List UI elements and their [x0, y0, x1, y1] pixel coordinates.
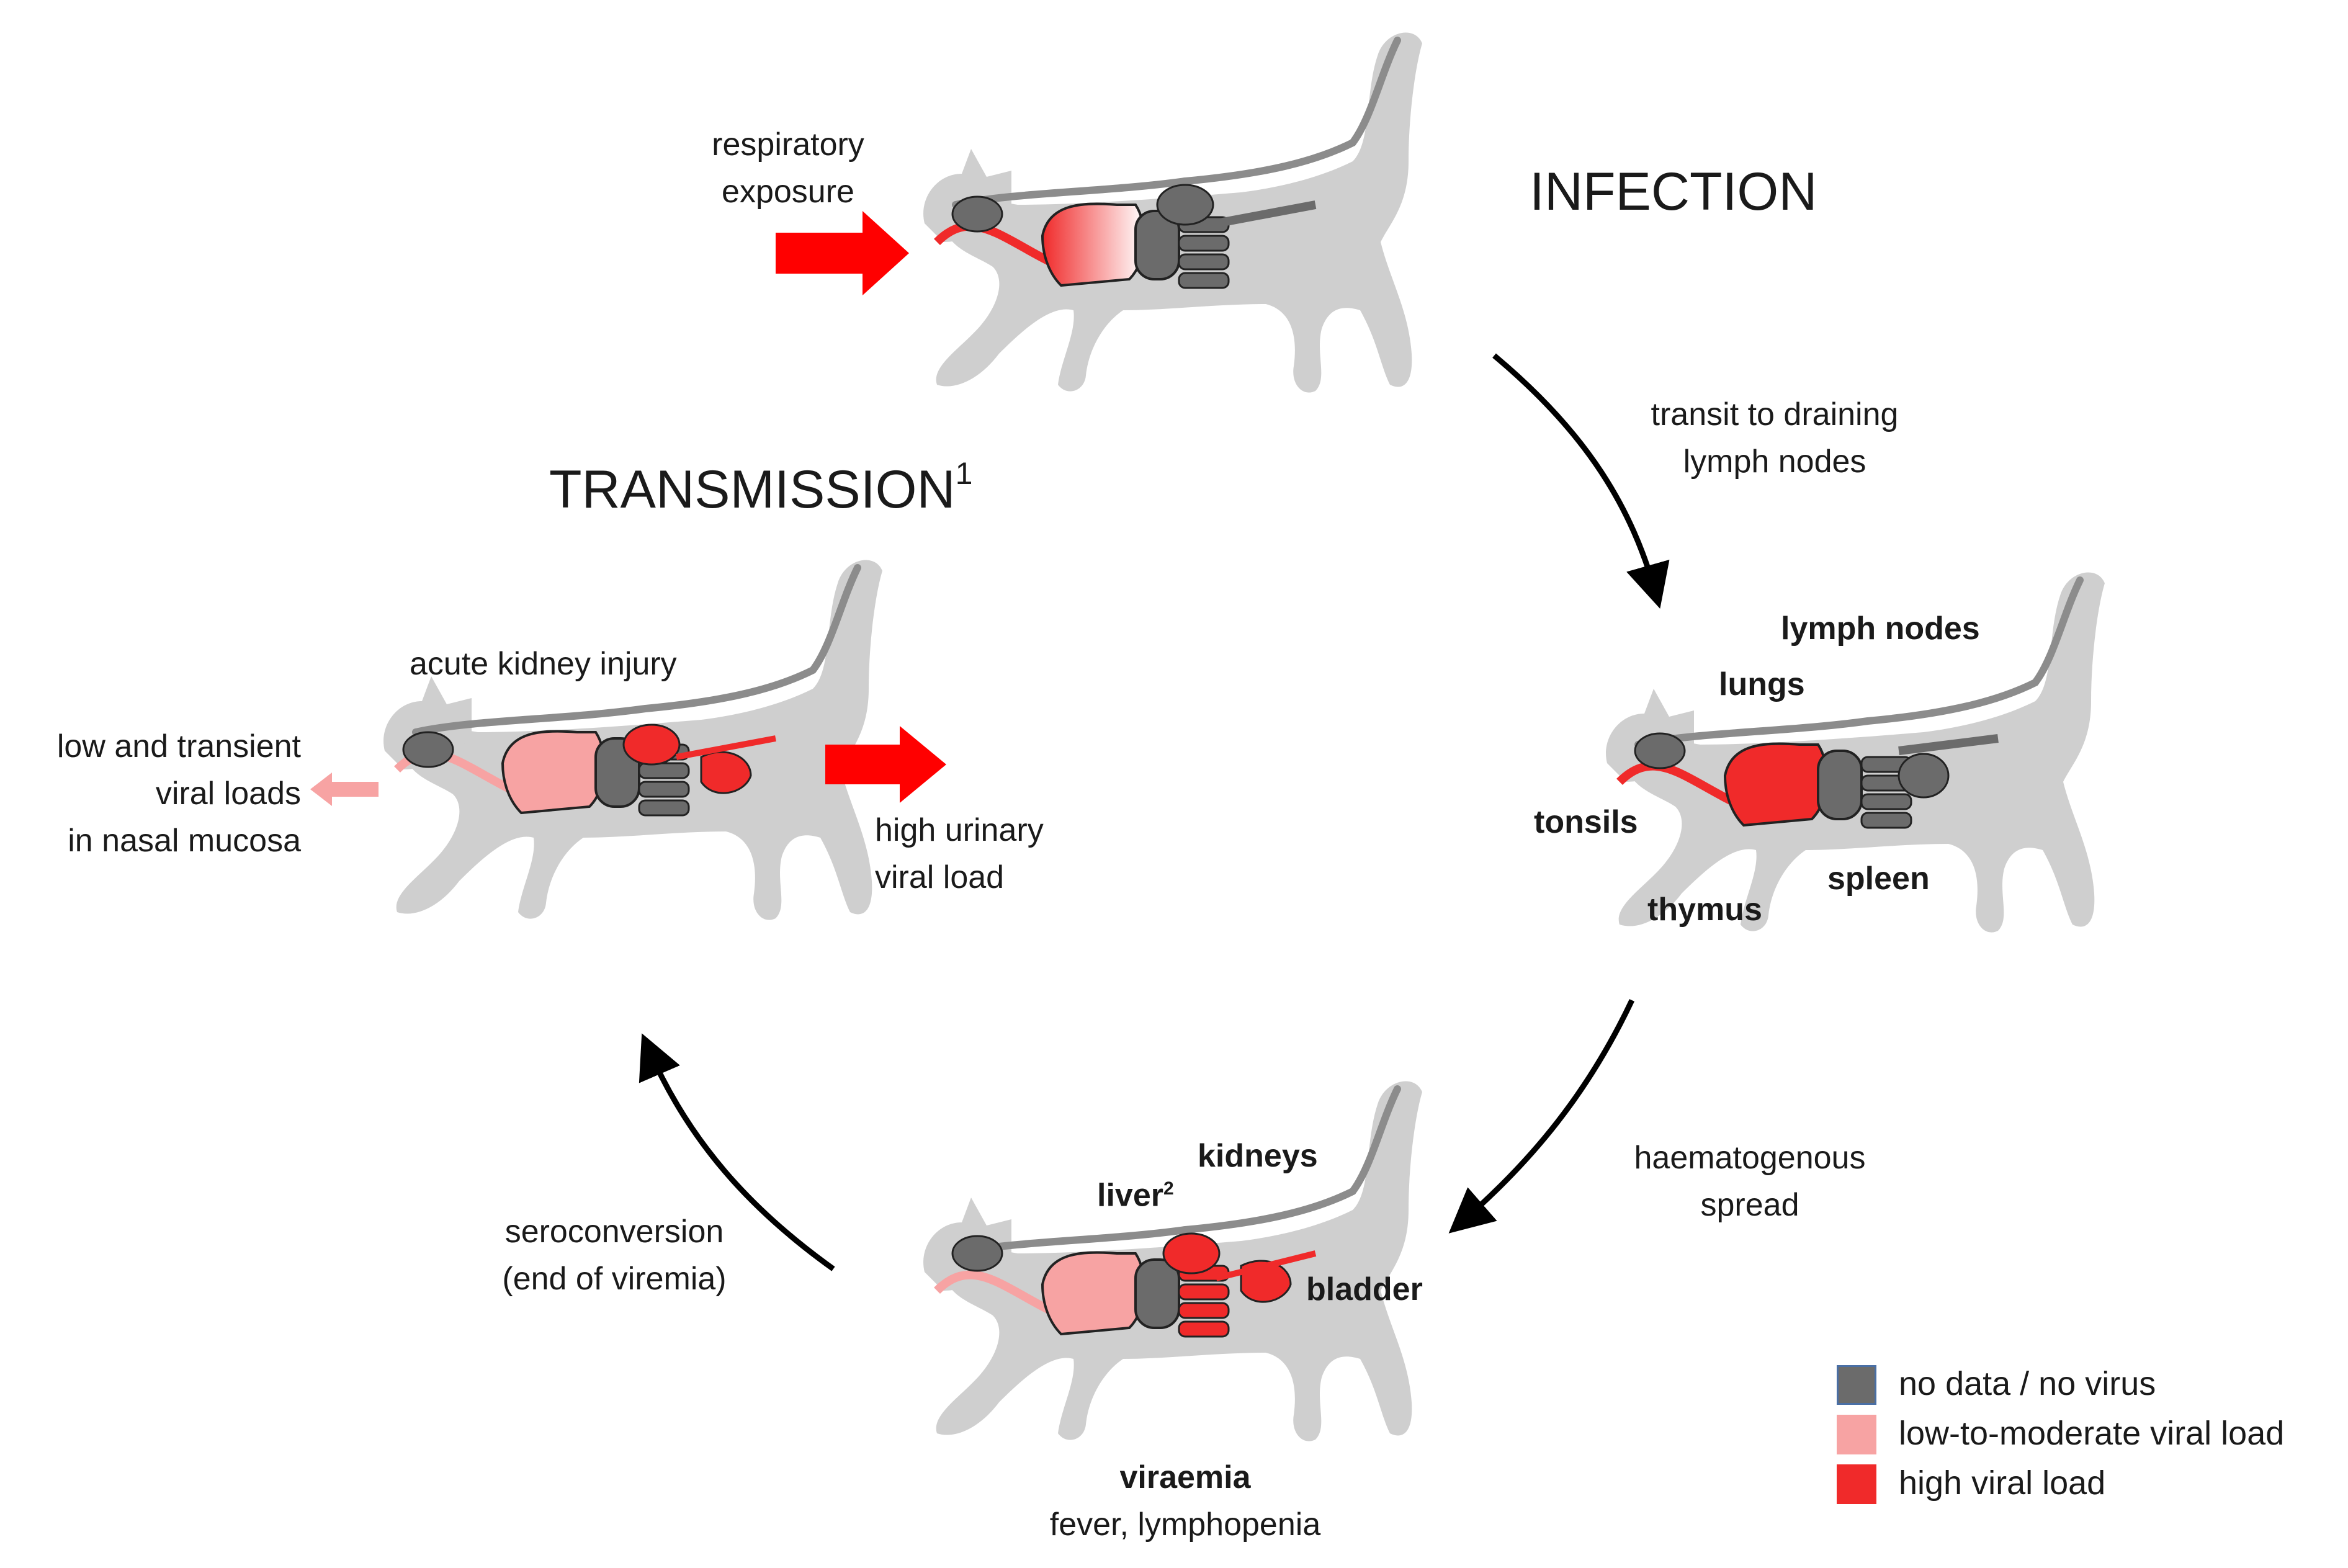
cat-viraemia — [923, 1082, 1422, 1441]
cat-transmission — [383, 560, 882, 920]
urinary-line-2: viral load — [875, 859, 1005, 895]
legend-item-no-data: no data / no virus — [1837, 1359, 2333, 1409]
transmission-text: TRANSMISSION — [549, 460, 956, 519]
legend-swatch-red — [1837, 1464, 1876, 1504]
tail-vessel — [1215, 200, 1317, 228]
lungs — [1041, 1251, 1145, 1336]
liver-text: liver — [1097, 1177, 1163, 1214]
spleen-label: spleen — [1827, 861, 1930, 897]
seroconversion-line-2: (end of viremia) — [502, 1261, 727, 1297]
cat-lymphoid — [1606, 573, 2105, 933]
respiratory-exposure-label: respiratory exposure — [658, 121, 918, 215]
lymph-nodes-label: lymph nodes — [1781, 611, 1980, 647]
transmission-title: TRANSMISSION1 — [549, 456, 973, 521]
nasal-shedding-label: low and transient viral loads in nasal m… — [12, 723, 301, 864]
transit-label: transit to draining lymph nodes — [1601, 391, 1948, 485]
viraemia-name: viraemia — [1119, 1459, 1251, 1495]
seroconversion-line-1: seroconversion — [504, 1214, 724, 1250]
kidney-organ — [1162, 1232, 1221, 1275]
transit-line-1: transit to draining — [1651, 396, 1899, 432]
exposure-line-1: respiratory — [712, 127, 864, 163]
cat-infection — [923, 33, 1422, 393]
heart-organ — [1817, 750, 1863, 820]
tonsils-label: tonsils — [1534, 804, 1638, 840]
liver-label: liver2 — [1097, 1165, 1174, 1219]
lungs — [1041, 202, 1145, 287]
heart-organ — [1134, 1258, 1180, 1329]
infection-title: INFECTION — [1530, 162, 1817, 222]
nasal-passage — [934, 1270, 1063, 1320]
head-organ — [951, 195, 1003, 233]
nasal-line-1: low and transient — [56, 728, 301, 764]
bladder-organ — [700, 751, 752, 794]
head-organ — [951, 1235, 1003, 1272]
tail-vessel — [676, 735, 776, 760]
cycle-arrow-3 — [639, 1033, 835, 1271]
cycle-arrow-1 — [1492, 353, 1670, 609]
nasal-line-3: in nasal mucosa — [68, 823, 301, 859]
urinary-line-1: high urinary — [875, 812, 1044, 848]
kidney-organ — [1156, 184, 1214, 226]
haematogenous-line-2: spread — [1700, 1187, 1799, 1223]
bladder-label: bladder — [1306, 1271, 1423, 1307]
kidney-organ — [1898, 753, 1950, 799]
legend-label: no data / no virus — [1899, 1365, 2156, 1402]
haematogenous-line-1: haematogenous — [1634, 1140, 1866, 1176]
tail-vessel — [1215, 1250, 1317, 1281]
legend-item-low: low-to-moderate viral load — [1837, 1409, 2333, 1458]
head-organ — [402, 731, 454, 768]
kidney-injury-label: acute kidney injury — [410, 646, 677, 682]
legend: no data / no virus low-to-moderate viral… — [1837, 1359, 2333, 1508]
cycle-arrow-2 — [1448, 999, 1635, 1234]
urinary-shedding-arrow — [825, 726, 946, 803]
legend-item-high: high viral load — [1837, 1458, 2333, 1508]
urinary-shedding-label: high urinary viral load — [875, 807, 1044, 901]
viraemia-symptoms: fever, lymphopenia — [1049, 1507, 1321, 1543]
thymus-label: thymus — [1647, 892, 1762, 928]
exposure-line-2: exposure — [722, 174, 854, 210]
nasal-passage — [1616, 761, 1745, 811]
intestine-coils — [1178, 216, 1230, 289]
legend-swatch-pink — [1837, 1415, 1876, 1454]
legend-label: low-to-moderate viral load — [1899, 1415, 2285, 1452]
lungs-label: lungs — [1719, 666, 1805, 702]
kidneys-label: kidneys — [1198, 1138, 1318, 1174]
viraemia-label: viraemia fever, lymphopenia — [968, 1454, 1402, 1548]
intestine-coils — [1178, 1265, 1230, 1338]
nasal-shedding-arrow — [310, 773, 379, 806]
lungs — [1723, 742, 1828, 827]
legend-swatch-grey — [1837, 1365, 1876, 1405]
haematogenous-label: haematogenous spread — [1576, 1134, 1924, 1229]
nasal-line-2: viral loads — [155, 776, 301, 812]
legend-label: high viral load — [1899, 1464, 2106, 1502]
seroconversion-label: seroconversion (end of viremia) — [453, 1208, 776, 1302]
head-organ — [1634, 732, 1686, 769]
nasal-passage — [934, 222, 1063, 271]
kidney-organ — [622, 724, 681, 766]
respiratory-exposure-arrow — [776, 211, 909, 295]
lungs — [501, 730, 606, 815]
transit-line-2: lymph nodes — [1683, 444, 1866, 480]
liver-footnote: 2 — [1163, 1178, 1174, 1199]
transmission-footnote: 1 — [955, 456, 973, 491]
tail-vessel — [1898, 734, 1999, 755]
